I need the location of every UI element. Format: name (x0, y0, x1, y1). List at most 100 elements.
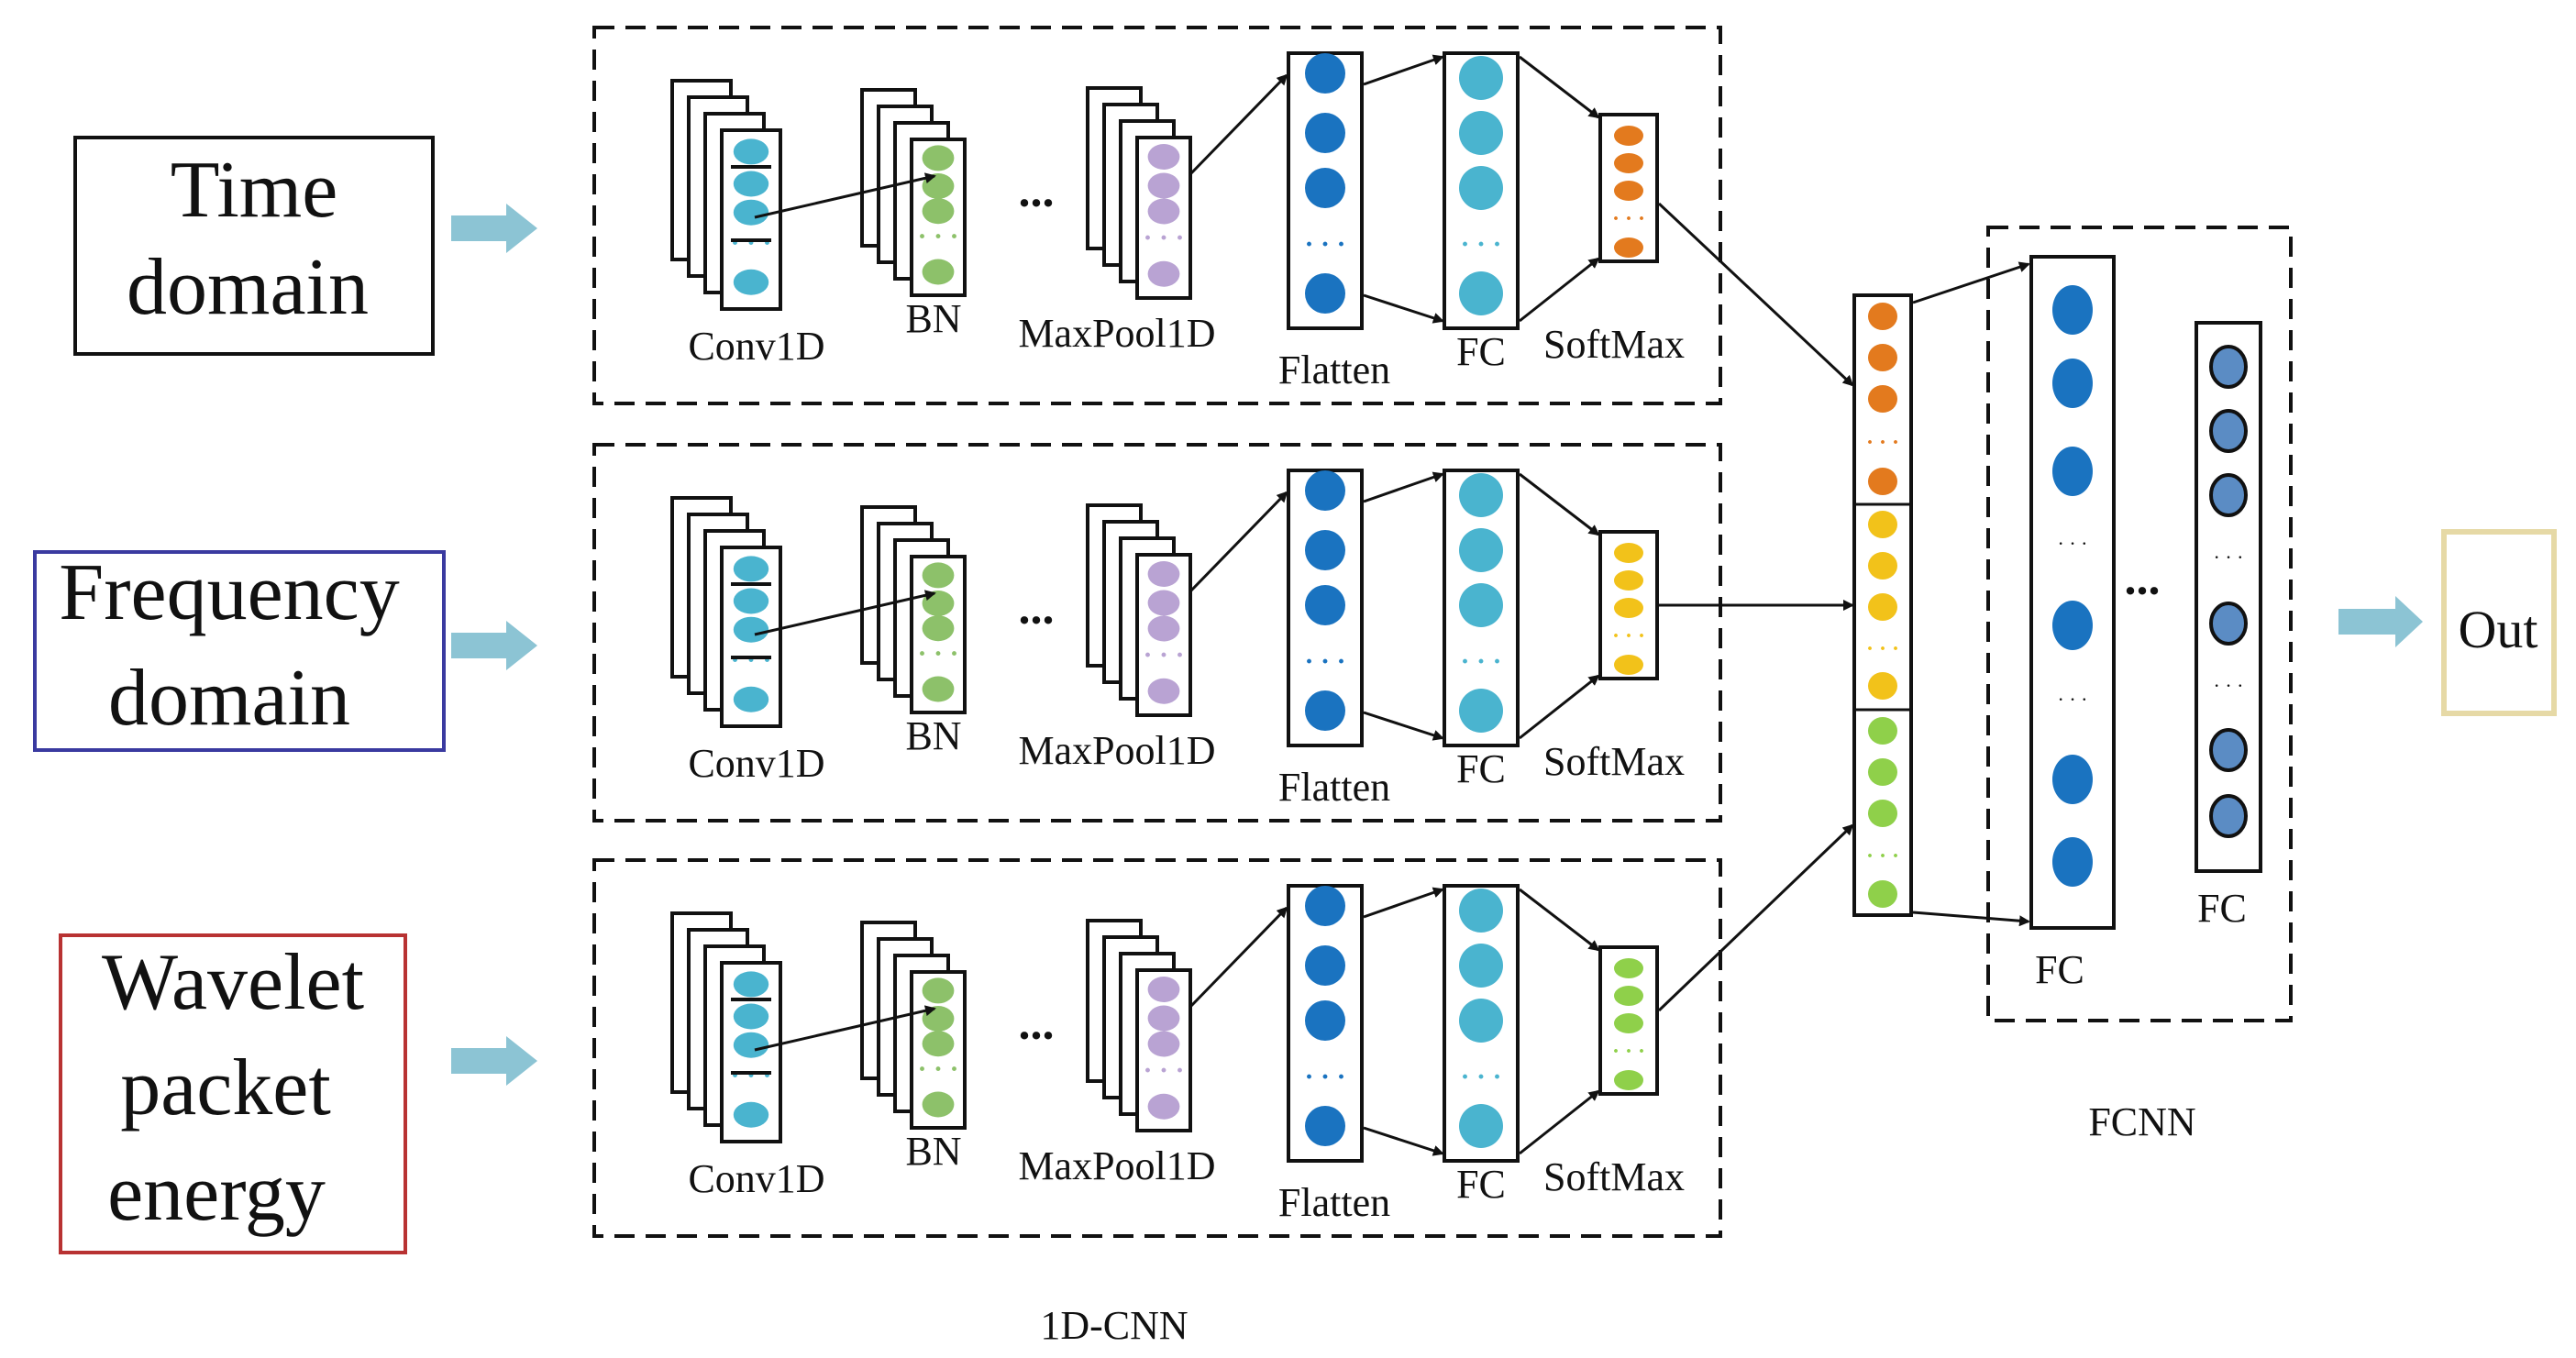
pool-to-flatten-arrow (1188, 73, 1288, 176)
flatten-node (1305, 886, 1345, 926)
concat-node (1868, 468, 1897, 495)
fcnn-fc-label-1: FC (2035, 947, 2084, 992)
node (733, 138, 769, 165)
node (1147, 678, 1180, 704)
concat-to-fcnn-arrow (1912, 911, 2030, 927)
softmax-node (1614, 153, 1643, 173)
layer-ellipsis: ... (1019, 998, 1055, 1050)
node (1147, 1031, 1180, 1057)
node (922, 198, 955, 225)
conv-to-bn-arrow (754, 172, 936, 219)
softmax-to-concat-arrow (1657, 202, 1854, 387)
input-arrow (451, 204, 537, 253)
concat-to-fcnn-arrow (1912, 261, 2030, 304)
branch-dashed-border (592, 26, 1722, 405)
softmax-node (1614, 126, 1643, 146)
pool-to-flatten-arrow (1188, 491, 1288, 593)
conv-to-bn-arrow (754, 1005, 936, 1052)
concat-node (1868, 672, 1897, 700)
softmax-node (1614, 986, 1643, 1006)
softmax-label: SoftMax (1543, 322, 1685, 367)
layer-ellipsis: ... (1019, 165, 1055, 217)
fc-node (1459, 528, 1503, 572)
fcnn-node (2209, 409, 2248, 453)
fc-node (1459, 583, 1503, 627)
concat-node (1868, 880, 1897, 908)
fcnn-node (2209, 473, 2248, 517)
fc-label: FC (1456, 746, 1506, 791)
node-ellipsis: · · · (730, 228, 771, 259)
node-ellipsis: · · · (1304, 1062, 1345, 1092)
node-ellipsis: · · · (1143, 1055, 1184, 1086)
node-ellipsis: · · · (1304, 646, 1345, 677)
fc-label: FC (1456, 1162, 1506, 1207)
fcnn-node (2052, 285, 2093, 335)
input-arrow (451, 1036, 537, 1086)
node (1147, 144, 1180, 170)
conv1d-stack: · · · (670, 496, 782, 728)
node (1147, 561, 1180, 587)
flatten-to-fc-arrow (1363, 711, 1444, 741)
fcnn-node (2209, 794, 2248, 838)
fc-node (1459, 889, 1503, 933)
layer-ellipsis: ... (1019, 582, 1055, 635)
conv1d-label: Conv1D (688, 741, 824, 786)
flatten-label: Flatten (1278, 765, 1390, 810)
fc-to-softmax-arrow (1519, 55, 1600, 119)
node-ellipsis: · · · (1460, 229, 1501, 259)
input-arrow (451, 621, 537, 670)
cnn-branches: · · · · · · · · ·... · · · · · · · · · Conv1D B… (451, 26, 1722, 1238)
cnn-branch: · · · · · · · · ·... · · · · · · · · · Conv1D B… (451, 443, 1722, 823)
node-ellipsis: · · · (917, 639, 958, 669)
branch-dashed-border (592, 443, 1722, 823)
bn-label: BN (905, 296, 961, 341)
fc-to-softmax-arrow (1519, 472, 1600, 536)
concat-node (1868, 344, 1897, 371)
softmax-node (1614, 543, 1643, 563)
concat-node (1868, 303, 1897, 330)
node (733, 269, 769, 295)
fcnn-ellipsis: ... (2125, 553, 2161, 605)
fc-to-softmax-arrow (1519, 674, 1600, 740)
softmax-label: SoftMax (1543, 739, 1685, 784)
bn-label: BN (905, 713, 961, 758)
fcnn-fc-layer-1-nodes: · · ·· · · (2052, 285, 2093, 887)
node-ellipsis: · · · (1460, 646, 1501, 677)
input-label-line: Wavelet (102, 938, 364, 1027)
fcnn-dashed-border (1986, 226, 2293, 1022)
flatten-label: Flatten (1278, 1180, 1390, 1225)
flatten-node (1305, 945, 1345, 986)
flatten-to-fc-arrow (1363, 887, 1444, 919)
flatten-node (1305, 585, 1345, 625)
flatten-node (1305, 470, 1345, 511)
node (1147, 198, 1180, 225)
maxpool1d-stack: · · · (1086, 503, 1192, 717)
node (922, 615, 955, 642)
node-ellipsis: · · · (1866, 637, 1899, 661)
fcnn-node (2209, 345, 2248, 389)
node (1147, 590, 1180, 616)
kernel-bracket (731, 582, 771, 659)
conv1d-label: Conv1D (688, 324, 824, 369)
node-ellipsis: · · · (730, 1061, 771, 1091)
node (733, 1003, 769, 1030)
kernel-bracket (731, 998, 771, 1075)
softmax-node (1614, 958, 1643, 978)
fcnn-node (2052, 447, 2093, 496)
flatten-node (1305, 273, 1345, 314)
bn-stack: · · · (860, 505, 967, 714)
fcnn-fc-layer-2-nodes: · · ·· · · (2209, 345, 2248, 838)
node-ellipsis: · · · (2058, 688, 2088, 711)
softmax-node (1614, 598, 1643, 618)
input-label-line: energy (107, 1149, 326, 1238)
flatten-node (1305, 530, 1345, 570)
node (922, 562, 955, 589)
input-label-line: Frequency (59, 548, 399, 637)
fcnn-fc-layer-1 (2029, 255, 2116, 930)
node-ellipsis: · · · (1866, 845, 1899, 868)
node-ellipsis: · · · (1612, 624, 1645, 648)
node-ellipsis: · · · (1612, 207, 1645, 231)
maxpool1d-label: MaxPool1D (1018, 728, 1215, 773)
node (1147, 977, 1180, 1002)
